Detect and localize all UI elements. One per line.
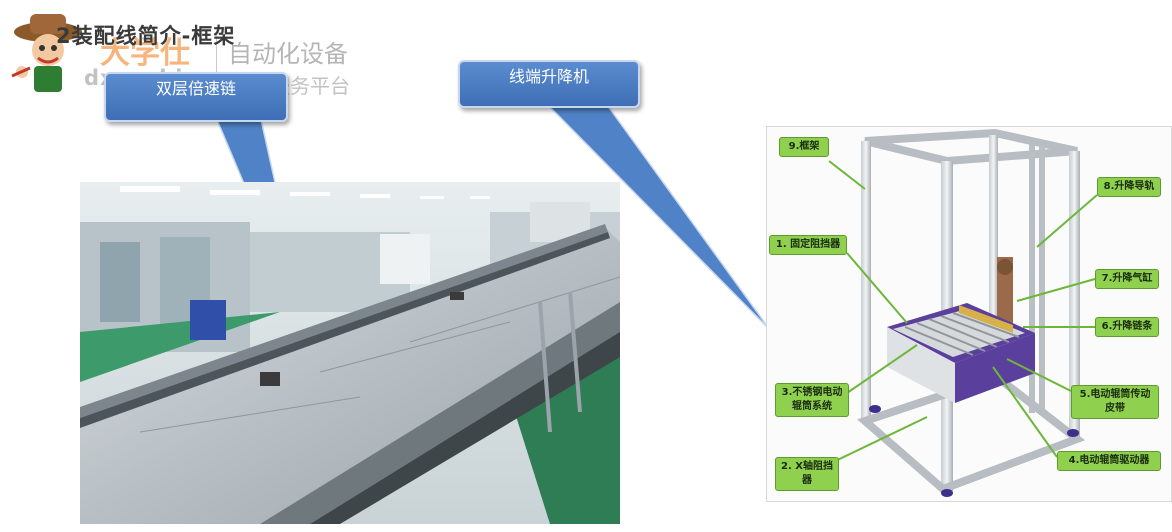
mascot-icon	[11, 14, 82, 92]
label-lift-cylinder: 7.升降气缸	[1095, 269, 1159, 289]
label-roller-driver: 4.电动辊筒驱动器	[1057, 451, 1161, 471]
page-title: 2装配线简介-框架	[56, 24, 236, 48]
watermark-divider	[216, 34, 217, 92]
callout-lift-machine: 线端升降机	[458, 60, 640, 108]
label-roller-belt: 5.电动辊筒传动皮带	[1071, 385, 1159, 419]
label-fixed-stopper: 1. 固定阻挡器	[769, 235, 847, 255]
assembly-line-photo	[80, 182, 620, 524]
label-frame: 9.框架	[779, 137, 829, 157]
label-lift-chain: 6.升降链条	[1095, 317, 1159, 337]
watermark-tagline-1: 自动化设备	[228, 40, 348, 68]
watermark-brand: 大学仕	[100, 36, 190, 71]
label-roller-system: 3.不锈钢电动辊筒系统	[775, 383, 849, 417]
label-x-stopper: 2. X轴阻挡器	[775, 457, 839, 491]
callout-double-speed-chain: 双层倍速链	[104, 72, 288, 122]
lift-machine-diagram: 9.框架 8.升降导轨 1. 固定阻挡器 7.升降气缸 6.升降链条 3.不锈钢…	[766, 126, 1172, 502]
label-guide-rail: 8.升降导轨	[1097, 177, 1161, 197]
lift-frame-drawing	[826, 128, 1098, 497]
